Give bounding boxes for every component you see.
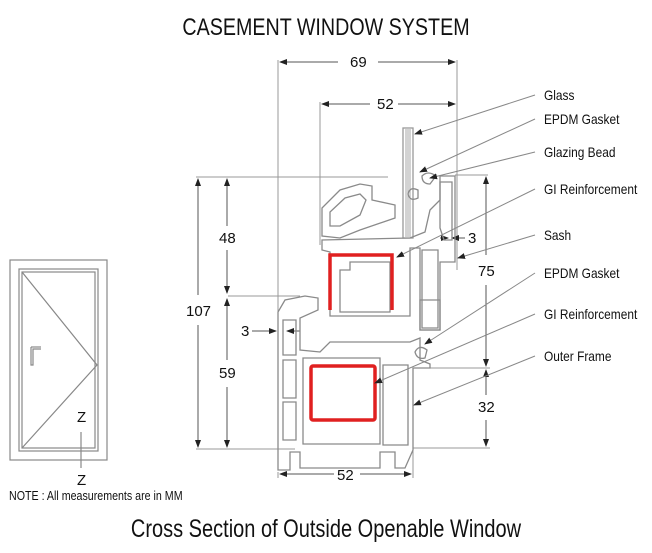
window-elevation xyxy=(9,259,108,468)
dim-label-frame-width: 52 xyxy=(337,467,354,484)
dim-label-gap-left: 3 xyxy=(241,323,249,340)
sash-chamber-right xyxy=(421,249,439,329)
dim-label-overall-height: 107 xyxy=(186,303,211,320)
frame-gasket xyxy=(414,346,428,360)
leader-gi-reinforcement-sash xyxy=(396,188,536,258)
glazing-bead-chamber xyxy=(329,193,367,227)
diagram-title: CASEMENT WINDOW SYSTEM xyxy=(182,14,470,41)
leader-gi-reinforcement-frame xyxy=(374,313,536,384)
leader-epdm-gasket-bottom xyxy=(424,272,536,345)
dim-label-sash-height: 48 xyxy=(219,230,236,247)
dim-label-sash-width: 52 xyxy=(377,96,394,113)
section-marker-top: Z xyxy=(77,409,86,426)
frame-chamber-2 xyxy=(282,359,297,399)
diagram-subtitle: Cross Section of Outside Openable Window xyxy=(130,515,522,543)
callout-epdm-gasket-top: EPDM Gasket xyxy=(544,111,620,127)
measurement-note: NOTE : All measurements are in MM xyxy=(9,488,183,503)
dimension-lines xyxy=(195,59,490,478)
elevation-sash xyxy=(18,268,99,452)
outer-frame-profile xyxy=(277,295,431,471)
elevation-opening-triangle xyxy=(21,271,98,449)
leader-glass xyxy=(414,94,536,135)
callout-glazing-bead: Glazing Bead xyxy=(544,144,616,160)
leader-sash xyxy=(457,234,536,259)
glazing-gasket xyxy=(407,188,419,200)
sash-top-gasket xyxy=(421,172,437,185)
frame-rebate xyxy=(419,299,441,331)
leader-glazing-bead xyxy=(429,151,536,180)
dim-label-right-frame-height: 32 xyxy=(478,399,495,416)
frame-gi-reinforcement xyxy=(309,364,377,422)
frame-chamber-3 xyxy=(282,401,297,441)
dim-label-overall-width: 69 xyxy=(350,54,367,71)
dim-label-gap-right: 3 xyxy=(468,230,476,247)
dim-label-frame-height: 59 xyxy=(219,365,236,382)
elevation-glass xyxy=(21,271,96,449)
frame-chamber-right xyxy=(382,364,409,446)
glazing-bead xyxy=(321,183,396,239)
callout-epdm-gasket-bottom: EPDM Gasket xyxy=(544,265,620,281)
callout-gi-reinforcement-sash: GI Reinforcement xyxy=(544,181,638,197)
callout-gi-reinforcement-frame: GI Reinforcement xyxy=(544,306,638,322)
callout-sash: Sash xyxy=(544,227,572,243)
leader-epdm-gasket-top xyxy=(419,118,536,173)
section-marker-bottom: Z xyxy=(77,472,86,489)
sash-chamber-outer xyxy=(439,181,453,241)
callout-leaders xyxy=(374,94,536,406)
sash-profile xyxy=(321,175,456,331)
leader-outer-frame xyxy=(413,355,536,406)
frame-main-chamber xyxy=(302,357,381,445)
sash-inner-chamber xyxy=(339,261,391,313)
elevation-outer-frame xyxy=(9,259,108,461)
callout-outer-frame: Outer Frame xyxy=(544,348,612,364)
glass-pane xyxy=(402,127,414,239)
callout-glass: Glass xyxy=(544,87,575,103)
frame-chamber-1 xyxy=(282,319,297,356)
sash-gi-reinforcement xyxy=(328,253,394,310)
dim-label-right-sash-height: 75 xyxy=(478,263,495,280)
elevation-handle-grip xyxy=(30,347,41,366)
